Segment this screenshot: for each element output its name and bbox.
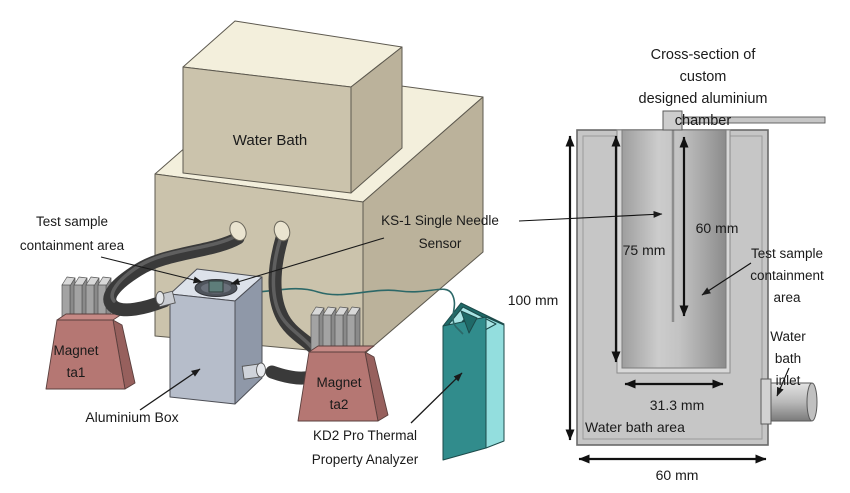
test-sample-arrow: [100, 256, 203, 284]
left-annotation-arrows: [100, 237, 463, 424]
kd2-cable-wedge: [460, 310, 478, 334]
dimension-arrows: [518, 135, 790, 464]
hose-right-tip: [273, 220, 291, 242]
inlet-arrow: [776, 367, 790, 397]
aluminium-box-front: [169, 293, 236, 405]
sensor-head: [208, 280, 224, 293]
ks1-sensor-label: KS-1 Single Needle Sensor: [381, 213, 499, 251]
dim-31mm-label: 31.3 mm: [649, 397, 705, 413]
magnet-ta1-base-top: [56, 313, 123, 321]
chamber-cross-section: [576, 110, 826, 446]
ks1-left-line: [230, 237, 385, 285]
hose-left-collar-cap: [155, 291, 165, 305]
kd2-side-face: [485, 316, 505, 449]
side-port-cap: [256, 362, 266, 378]
inlet-body: [768, 382, 812, 422]
ks1-needle-arrow: [518, 210, 663, 222]
hose-left-highlight: [110, 234, 238, 303]
magnet-ta2-base: [297, 351, 379, 422]
hose-right-highlight: [271, 238, 319, 359]
test-sample-right-arrow: [701, 262, 752, 296]
aluminium-box: [169, 268, 263, 405]
water-bath-front-face: [182, 66, 352, 194]
kd2-front-face: [442, 316, 487, 461]
test-sample-left-label: Test sample containment area: [19, 214, 125, 253]
dim-60mm-needle-label: 60 mm: [695, 220, 739, 236]
hose-left: [103, 220, 247, 317]
magnet-ta2-label: Magnet ta2: [316, 375, 362, 412]
magnet-ta1: [45, 276, 136, 390]
kd2-arrow: [410, 372, 463, 424]
magnet-ta2: [297, 306, 389, 422]
inlet-flange: [760, 378, 772, 425]
dim-75mm-label: 75 mm: [622, 242, 666, 258]
cross-section-title: Cross-section of custom designed alumini…: [638, 47, 768, 129]
water-bath-box: [182, 20, 403, 194]
kd2-analyzer: [442, 302, 505, 461]
test-sample-right-label: Test sample containment area: [750, 246, 824, 305]
kd2-label: KD2 Pro Thermal Property Analyzer: [311, 428, 419, 467]
hose-collars: [155, 290, 266, 380]
dim-60mm-width-label: 60 mm: [655, 467, 699, 483]
inlet-label: Water bath inlet: [770, 329, 806, 388]
dim-100mm-label: 100 mm: [507, 292, 559, 308]
hose-left-tip: [229, 220, 247, 242]
sensor-cable: [225, 288, 464, 335]
magnet-ta1-label: Magnet ta1: [53, 343, 99, 380]
needle-block: [662, 110, 683, 131]
water-bath-label: Water Bath: [232, 132, 308, 149]
water-bath-area-label: Water bath area: [585, 419, 685, 435]
magnet-ta1-base: [45, 319, 126, 390]
magnet-ta2-base-top: [308, 345, 375, 353]
aluminium-box-arrow: [139, 368, 201, 411]
inlet-end-cap: [806, 382, 818, 422]
aluminium-box-label: Aluminium Box: [85, 409, 179, 425]
